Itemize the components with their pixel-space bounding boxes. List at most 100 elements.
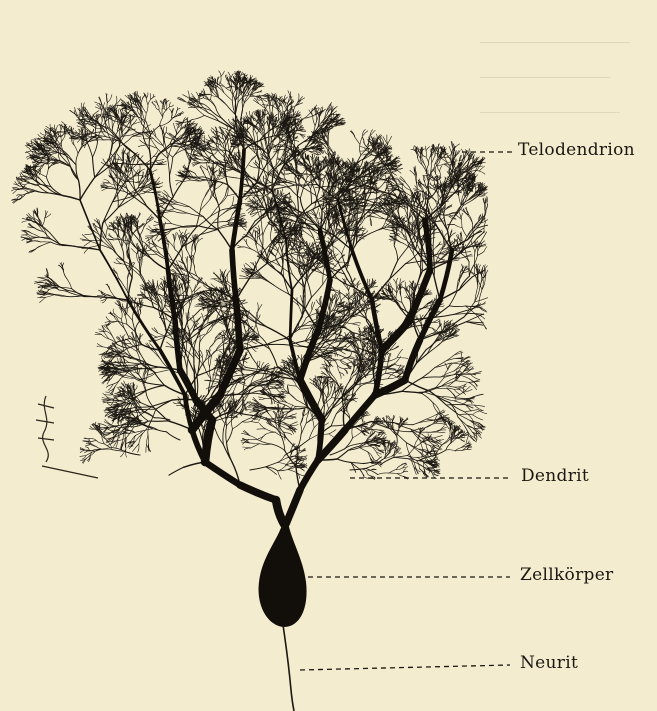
dendrite-branch [38, 134, 43, 138]
dendrite-branch [225, 188, 227, 196]
dendrite-branch [26, 147, 31, 151]
dendrite-branch [102, 427, 108, 433]
dendrite-branch [86, 127, 94, 133]
dendrite-branch [135, 322, 139, 332]
dendrite-branch [198, 238, 203, 242]
dendrite-branch [211, 205, 220, 216]
dendrite-branch [209, 100, 216, 107]
dendrite-branch [74, 145, 78, 154]
dendrite-branch [298, 305, 302, 314]
dendrite-branch [115, 314, 121, 319]
dendrite-branch [102, 188, 108, 191]
dendrite-branch [266, 339, 285, 345]
dendrite-branch [76, 154, 78, 165]
dendrite-branch [213, 154, 219, 161]
dendrite-branch [159, 146, 171, 154]
dendrite-branch [148, 280, 153, 286]
dendrite-branch [233, 422, 243, 429]
dendrite-branch [132, 311, 133, 320]
dendrite-branch [187, 305, 190, 322]
dendrite-branch [103, 402, 110, 403]
dendrite-branch [51, 153, 58, 155]
dendrite-branch [22, 234, 28, 235]
dendrite-branch [152, 102, 156, 105]
dendrite-branch [259, 440, 271, 444]
dendrite-branch [138, 214, 141, 219]
dendrite-branch [200, 230, 216, 235]
dendrite-branch [251, 421, 258, 422]
dendrite-branch [244, 448, 251, 450]
dendrite-branch [278, 110, 279, 121]
dendrite-branch [107, 95, 112, 103]
dendrite-branch [242, 360, 247, 363]
dendrite-branch [232, 197, 234, 206]
dendrite-branch [87, 141, 93, 157]
dendrite-branch [135, 175, 144, 176]
dendrite-branch [227, 429, 233, 443]
dendrite-branch [129, 363, 141, 364]
dendrite-branch [183, 95, 190, 99]
dendrite-branch [122, 336, 123, 343]
dendrite-branch [87, 136, 96, 137]
dendrite-branch [263, 98, 268, 99]
dendrite-branch [271, 444, 285, 451]
neurit-leader-line [300, 665, 510, 670]
dendrite-branch [176, 180, 182, 181]
dendrite-branch [263, 99, 267, 102]
dendrite-branch [139, 300, 140, 306]
dendrite-branch [255, 98, 259, 103]
dendrite-branch [194, 279, 205, 285]
dendrite-branch [21, 237, 28, 238]
dendrite-branch [168, 159, 170, 176]
dendrite-branch [170, 103, 171, 107]
dendrite-branch [171, 227, 182, 230]
dendrite-branch [156, 137, 163, 146]
dendrite-branch [296, 117, 301, 119]
dendrite-branch [242, 418, 251, 422]
dendrite-branch [207, 162, 208, 170]
dendrite-branch [171, 223, 183, 226]
dendrite-branch [278, 431, 286, 439]
dendrite-branch [299, 328, 311, 330]
dendrite-branch [107, 403, 113, 408]
dendrite-branch [186, 257, 187, 263]
dendrite-branch [126, 449, 127, 457]
dendrite-branch [61, 124, 62, 130]
dendrite-branch [133, 444, 139, 451]
dendrite-branch [204, 174, 209, 184]
dendrite-branch [129, 363, 142, 365]
dendrite-branch [82, 240, 91, 241]
dendrite-branch [85, 234, 94, 235]
dendrite-branch [211, 111, 222, 119]
dendrite-branch [80, 177, 95, 200]
dendrite-branch [67, 278, 72, 288]
dendrite-branch [148, 99, 151, 105]
dendrite-branch [171, 146, 181, 147]
dendrite-branch [197, 376, 198, 398]
dendrite-branch [282, 189, 283, 197]
dendrite-branch [200, 334, 207, 343]
dendrite-branch [174, 241, 175, 250]
dendrite-branch [200, 200, 209, 211]
dendrite-branch [146, 445, 147, 453]
dendrite-branch [219, 71, 221, 77]
dendrite-branch [123, 304, 125, 309]
dendrite-branch [132, 171, 134, 181]
dendrite-branch [22, 221, 31, 223]
dendrite-branch [56, 125, 58, 130]
dendrite-branch [156, 370, 170, 373]
dendrite-branch [118, 194, 128, 208]
dendrite-branch [263, 223, 269, 236]
dendrite-branch [300, 131, 306, 132]
dendrite-branch [74, 111, 79, 119]
dendrite-branch [135, 434, 142, 442]
dendrite-branch [100, 245, 113, 250]
dendrite-branch [123, 335, 125, 341]
dendrite-branch [170, 105, 174, 107]
dendrite-branch [193, 115, 205, 119]
dendrite-branch [229, 286, 230, 292]
dendrite-branch [252, 92, 258, 95]
dendrite-branch [224, 418, 227, 429]
dendrite-branch [175, 250, 182, 260]
dendrite-branch [163, 110, 166, 117]
